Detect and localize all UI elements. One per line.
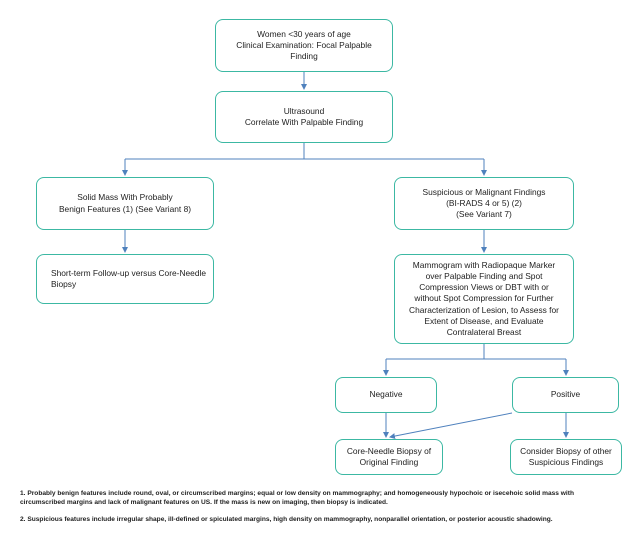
arrow-positive-to-core xyxy=(389,412,513,439)
node-positive-label: Positive xyxy=(550,389,581,400)
node-consider-biopsy-label: Consider Biopsy of other Suspicious Find… xyxy=(520,445,612,467)
node-positive: Positive xyxy=(512,377,619,413)
node-short-term: Short-term Follow-up versus Core-Needle … xyxy=(36,254,214,304)
node-short-term-label: Short-term Follow-up versus Core-Needle … xyxy=(51,267,206,289)
node-women-under-30-label: Women <30 years of age Clinical Examinat… xyxy=(236,28,372,62)
node-women-under-30: Women <30 years of age Clinical Examinat… xyxy=(215,19,393,72)
footnote-2: 2. Suspicious features include irregular… xyxy=(20,516,553,523)
node-core-needle-label: Core-Needle Biopsy of Original Finding xyxy=(346,445,432,467)
node-solid-mass-label: Solid Mass With Probably Benign Features… xyxy=(58,192,192,214)
node-mammogram-label: Mammogram with Radiopaque Marker over Pa… xyxy=(409,260,559,337)
node-mammogram: Mammogram with Radiopaque Marker over Pa… xyxy=(394,254,574,344)
node-suspicious-label: Suspicious or Malignant Findings (BI-RAD… xyxy=(422,186,546,220)
node-ultrasound: Ultrasound Correlate With Palpable Findi… xyxy=(215,91,393,143)
node-consider-biopsy: Consider Biopsy of other Suspicious Find… xyxy=(510,439,622,475)
node-negative: Negative xyxy=(335,377,437,413)
node-negative-label: Negative xyxy=(369,389,403,400)
node-suspicious: Suspicious or Malignant Findings (BI-RAD… xyxy=(394,177,574,230)
footnote-1: 1. Probably benign features include roun… xyxy=(20,490,574,506)
node-solid-mass: Solid Mass With Probably Benign Features… xyxy=(36,177,214,230)
node-core-needle: Core-Needle Biopsy of Original Finding xyxy=(335,439,443,475)
node-ultrasound-label: Ultrasound Correlate With Palpable Findi… xyxy=(244,105,364,127)
